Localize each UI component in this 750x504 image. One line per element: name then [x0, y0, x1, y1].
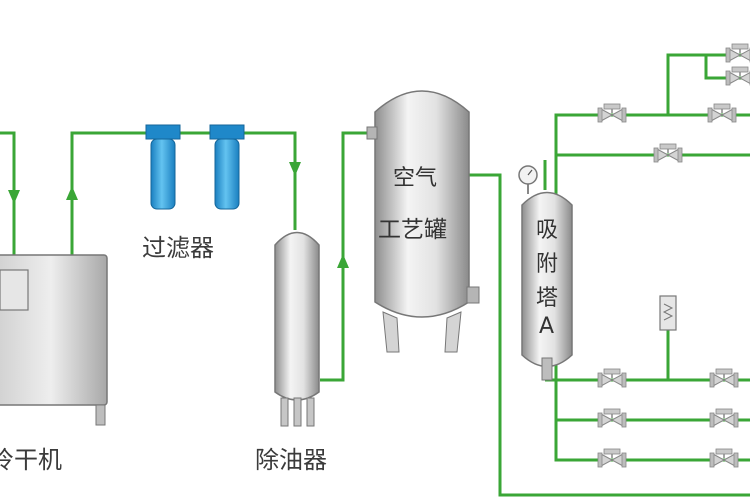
tower-label-line4: A	[539, 314, 555, 339]
filter-1	[145, 124, 181, 210]
flow-arrow-icon	[8, 162, 349, 268]
adsorption-tower-a	[521, 191, 573, 381]
tank-label-line2: 工艺罐	[378, 217, 447, 243]
safety-valve-icon	[659, 295, 677, 331]
filter-label: 过滤器	[142, 234, 214, 262]
tower-label-line1: 吸	[536, 218, 559, 243]
dryer-label: 冷干机	[0, 446, 62, 474]
air-process-tank	[366, 90, 480, 353]
oil-remover-label: 除油器	[255, 446, 327, 474]
tank-label-line1: 空气	[393, 166, 438, 191]
refrigerated-dryer	[0, 254, 108, 426]
oil-remover	[274, 231, 320, 427]
tower-label-line3: 塔	[536, 286, 559, 311]
valve-icon	[597, 43, 750, 468]
tower-label-line2: 附	[536, 252, 559, 277]
pressure-gauge-icon	[518, 165, 538, 194]
filter-2	[209, 124, 245, 210]
